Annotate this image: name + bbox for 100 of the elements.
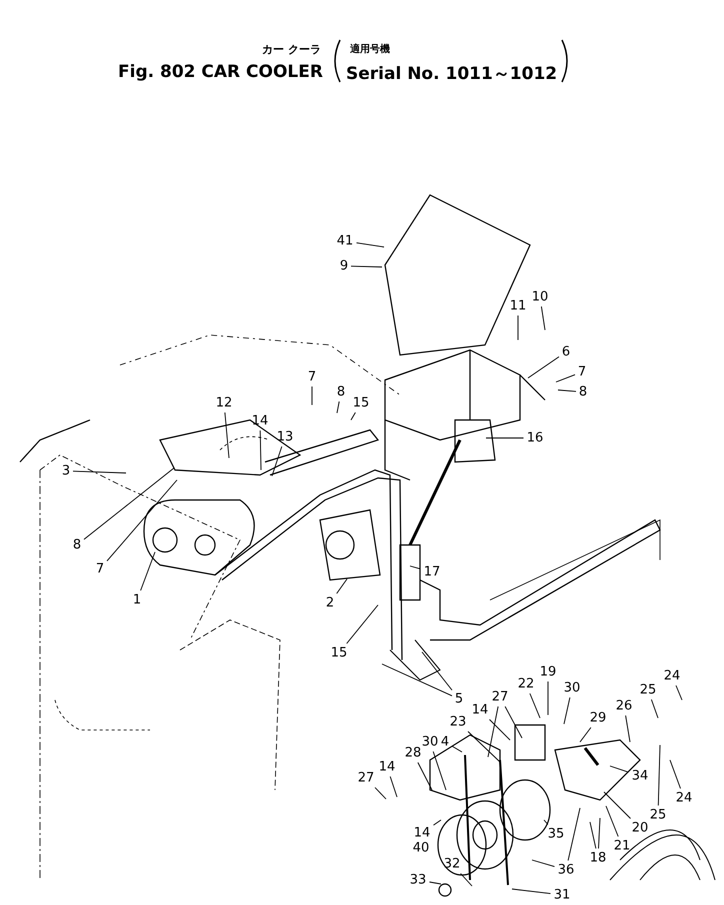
leader-line [346,604,378,644]
callout-number: 32 [444,858,460,870]
leader-line [568,808,580,861]
leader-line [528,356,560,378]
callout-number: 7 [308,370,316,384]
leader-line [336,578,348,594]
leader-line [433,820,442,826]
callout-number: 7 [578,366,586,378]
leader-line [504,706,522,738]
leader-line [72,470,126,474]
callout-number: 31 [554,888,570,902]
callout-number: 24 [664,670,680,682]
callout-number: 5 [454,692,464,706]
leader-line [590,822,596,849]
callout-number: 15 [352,396,370,410]
callout-number: 14 [472,704,488,716]
callout-number: 14 [414,826,430,840]
callout-number: 27 [492,690,508,704]
callout-number: 25 [650,808,666,822]
leader-line [532,860,555,868]
leader-line [106,480,178,562]
callout-number: 27 [358,772,374,784]
leader-line [432,751,446,790]
callout-number: 30 [422,736,438,748]
japanese-title: カー クーラ [262,42,321,57]
callout-number: 4 [440,736,450,748]
leader-line [540,306,546,330]
callout-number: 25 [640,684,656,696]
leader-line [598,818,600,849]
callout-number: 41 [336,234,354,248]
callout-number: 23 [450,716,466,728]
leader-line [374,787,386,800]
leader-line [390,776,398,798]
leader-line [580,727,592,742]
leader-line [356,242,384,248]
callout-number: 8 [336,386,346,398]
callout-number: 2 [326,596,334,610]
leader-line [558,390,576,392]
leader-line [564,697,570,724]
leader-line [417,762,432,790]
callout-number: 3 [62,464,70,478]
callout-number: 12 [216,396,232,410]
callout-number: 16 [526,432,544,444]
callout-number: 34 [632,770,648,782]
leader-line [468,731,500,762]
leader-line [604,792,631,819]
callout-number: 7 [96,562,104,576]
callout-number: 9 [340,260,348,272]
callout-number: 21 [614,840,630,852]
leader-line [84,468,174,540]
japanese-applicability-note: 適用号機 [350,42,390,56]
callout-number: 35 [548,828,564,840]
leader-line [529,693,540,718]
callout-number: 13 [276,430,294,444]
leader-line [650,699,658,718]
callout-number: 24 [676,792,692,804]
leader-line [460,873,472,886]
leader-line [224,412,230,458]
callout-number: 19 [540,666,556,678]
leader-line [670,760,681,789]
leader-line [422,652,452,691]
callout-number: 22 [518,678,534,690]
leader-line [610,766,629,773]
callout-number: 29 [590,712,606,724]
leader-line [350,412,356,420]
leader-line [488,706,499,758]
callout-number: 10 [532,290,548,304]
callout-number: 1 [132,594,142,606]
callout-number: 11 [510,300,526,312]
callout-number: 8 [578,386,588,398]
callout-number: 18 [590,852,606,864]
leader-line [512,888,551,894]
leader-line [544,820,548,825]
leader-line [382,664,452,696]
leader-line [140,552,156,591]
callout-number: 14 [378,760,396,774]
callout-number: 40 [412,842,430,854]
callout-number: 8 [72,538,82,552]
callout-number: 20 [632,822,648,834]
callout-number: 17 [424,566,440,578]
leader-line [625,715,630,742]
leader-line [260,430,262,470]
callout-number: 6 [562,346,570,358]
leader-line [429,882,442,884]
leader-line [489,719,510,740]
leader-line [658,744,660,806]
leader-line [410,566,421,570]
callout-number: 15 [330,646,348,660]
leader-line [606,806,619,837]
callout-number: 33 [410,874,426,886]
callout-number: 30 [564,682,580,694]
callout-number: 14 [252,414,268,428]
serial-number-range: Serial No. 1011～1012 [346,63,558,85]
figure-title: Fig. 802 CAR COOLER [118,62,323,82]
leader-line [452,746,462,752]
callout-number: 28 [404,746,422,760]
leader-line [676,685,682,700]
leader-line [272,446,282,476]
callout-number: 26 [616,700,632,712]
leader-line [350,266,382,268]
